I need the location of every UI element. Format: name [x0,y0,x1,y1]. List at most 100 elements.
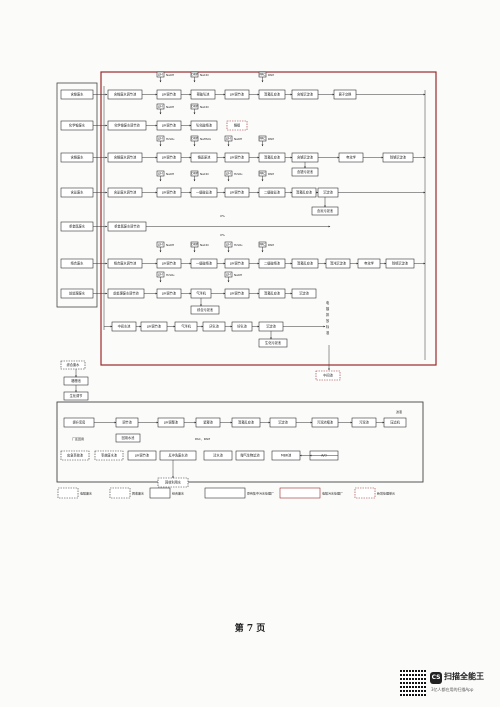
complex-unit-1-label: 络合废水调节池 [114,261,137,266]
lower-row3-1-label: 应急事故池 [67,453,84,458]
chemical-label: NaOH [166,172,174,176]
nickel-unit-4-label: pH调节池 [230,92,245,97]
chemical-label: NaOH [166,243,174,247]
legend-label-3: 综合废水 [172,491,184,496]
chemical-tag-label: ORP [191,243,198,247]
chem-nickel-unit-3 [190,120,218,131]
cyanide-unit-7-label: 沉淀池 [323,190,333,195]
chem-nickel-unit-3-label: 氧化破络池 [196,123,213,128]
source-box-2-label: 化学镍废水 [69,123,86,128]
heavy-metal-tank-label: 重金属废水调节池 [114,224,140,229]
chem-nickel-extra [226,120,248,131]
bio-unit-2-label: pH调节池 [147,324,162,329]
pretreat-unit-3-label: 气浮机 [196,291,206,296]
plant-reuse-label: 厂区回用 [72,437,84,441]
pretreat-unit-5-label: 混凝反应池 [264,291,281,296]
chemical-tag-label: pH [158,243,163,247]
combined-wastewater-source [60,360,86,370]
chemical-label: H₂SO₄ [234,172,243,176]
complex-unit-7-label: 混沌沉淀池 [330,261,347,266]
source-box-4-label: 含氰废水 [71,190,85,195]
chrome-unit-3-label: 铬还原池 [198,155,212,160]
screen-chamber-label: 格栅池 [71,378,81,383]
electroplating-plant-frame [100,71,437,366]
pretreat-unit-1-label: 前处理废水调节池 [113,291,139,296]
chem-nickel-unit-1-label: 化学镍废水调节池 [114,123,140,128]
source-column-frame [56,82,98,308]
nickel-unit-7-label: 离子交换 [339,92,353,97]
filtrate-label: 滤液 [396,409,402,414]
pretreat-unit-4-label: pH调节池 [230,291,245,296]
discharge-standard-char: 镀 [326,306,330,311]
chemical-tag-label: pH [226,243,231,247]
chemical-label: NaClO [200,73,210,77]
source-box-3-label: 含铬废水 [71,155,85,160]
legend-swatch-3 [149,487,171,499]
chemical-label: PAM [268,243,274,247]
cyanide-unit-6-label: 混凝反应池 [296,190,313,195]
chemical-label: NaOH [234,273,242,277]
middle-pool-label: 中间池 [323,373,333,378]
chemical-tag-label: ORP [191,105,198,109]
source-box-7-label: 前处理废水 [69,291,86,296]
chemical-label: NaClO [200,243,210,247]
chrome-unit-7-label: 电化学 [346,155,356,160]
chemical-tag-label: PAC [259,172,266,176]
chemical-tag-label: pH [226,137,231,141]
chemical-label: NaOH [166,105,174,109]
combined-sludge-tank [190,305,220,315]
lower-row3-2-label: 事故废水池 [101,453,118,458]
lower-row3-4 [159,450,197,461]
cyanide-unit-5-label: 二级破氰池 [264,190,281,195]
original-plant-frame [56,401,424,483]
chem-nickel-extra-label: 铬组 [234,123,241,128]
ratio-label-2: X% [220,233,225,237]
chemical-tag-label: ORP [191,172,198,176]
nickel-unit-5-label: 混凝反应池 [264,92,281,97]
scanner-watermark: CS 扫描全能王 3亿人都在用的扫描App [400,670,496,704]
complex-unit-9-label: 除络沉淀池 [392,261,409,266]
chemical-label: NaClO [200,105,210,109]
legend-label-4: 原有集中污水处理厂 [247,491,274,496]
bio-unit-3-label: 气浮机 [181,324,191,329]
chrome-unit-1-label: 含铬废水调节池 [114,155,137,160]
discharge-standard-char: 排 [326,312,330,317]
bio-unit-1-label: 中间水池 [118,324,132,329]
cyanide-unit-4-label: pH调节池 [230,190,245,195]
discharge-standard-char: 准 [326,330,330,335]
dosing-annotation: PAC、PAM [195,437,210,441]
nickel-unit-3-label: 预破氧池 [197,92,211,97]
chemical-tag-label: PAC [259,243,266,247]
pretreat-unit-6 [291,288,317,299]
nickel-unit-2-label: pH调节池 [162,92,177,97]
chemical-label: H₂SO₄ [234,243,243,247]
chemical-tag-label: pH [158,137,163,141]
bio-adjust-label: 生化调节 [70,393,84,398]
lower-row3-5 [203,450,233,461]
bio-unit-5-label: 好氧池 [237,324,247,329]
pretreat-unit-2-label: pH调节池 [162,291,177,296]
source-box-1-label: 含镍废水 [71,92,85,97]
lower-main-6-label: 沉淀池 [278,420,288,425]
chemical-label: PAM [268,137,274,141]
legend-label-2: 回收废水 [132,491,144,496]
bio-unit-4-label: 厌氧池 [209,324,219,329]
chemical-label: PAM [268,172,274,176]
complex-unit-5-label: 二级破络池 [264,261,281,266]
legend-swatch-6 [354,487,376,499]
bio-unit-6-label: 沉淀池 [266,324,276,329]
nickel-unit-1-label: 含镍废水调节池 [114,92,137,97]
chrome-unit-6-label: 含铬沉淀池 [297,155,314,160]
legend-label-5: 电镀污水处理厂 [322,491,343,496]
discharge-standard-char: 标 [326,324,330,329]
nickel-unit-6-label: 含镍沉淀池 [297,92,314,97]
lower-row3-3 [127,450,157,461]
chemical-tag-label: PAC [259,73,266,77]
chemical-tag-label: pH [158,273,163,277]
qr-code [400,670,426,696]
chemical-label: NaClO [200,172,210,176]
chemical-label: NaOH [234,137,242,141]
chemical-label: H₂SO₄ [166,137,175,141]
legend-swatch-2 [109,487,131,499]
